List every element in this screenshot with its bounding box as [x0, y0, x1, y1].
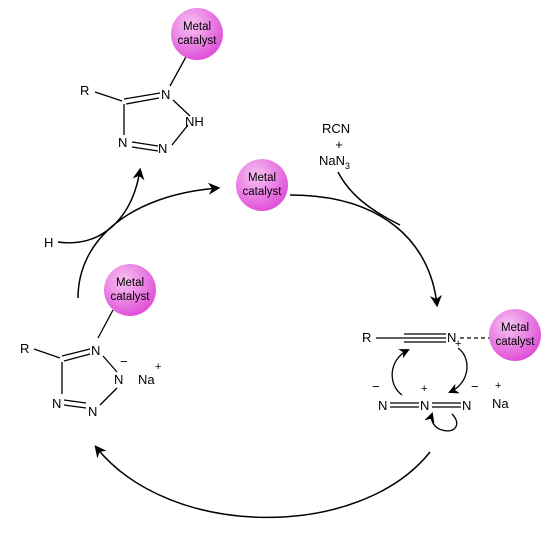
n2-label: N	[114, 372, 123, 387]
sodium-azide-label: NaN3	[319, 153, 350, 171]
catalyst-sphere	[104, 264, 156, 316]
r-label: R	[20, 341, 29, 356]
bond-n1-catalyst	[97, 309, 114, 339]
azide-n-left: N	[378, 398, 387, 413]
n1-label: N	[91, 343, 100, 358]
catalyst-line1: Metal	[183, 21, 211, 33]
catalyst-sphere	[489, 309, 541, 361]
catalyst-sphere	[236, 159, 288, 211]
catalyst-line2: catalyst	[496, 336, 536, 348]
plus-mid: +	[421, 383, 427, 395]
na-plus-sign: +	[495, 380, 501, 392]
nitrile-complex: R N + Metal catalyst	[362, 309, 541, 361]
n4-label: N	[52, 396, 61, 411]
electron-arrow-bottom	[424, 412, 458, 432]
catalyst-sphere-center: Metal catalyst	[236, 159, 288, 211]
n3-label: N	[88, 404, 97, 419]
tetrazolate-intermediate: Metal catalyst R N N − Na + N N	[20, 264, 161, 419]
bond-c-n1-double	[63, 353, 91, 362]
bond-n1-catalyst	[169, 54, 188, 87]
catalyst-sphere	[171, 8, 223, 60]
catalyst-sphere-left: Metal catalyst	[104, 264, 156, 316]
bond-n3-n4-double	[131, 146, 159, 152]
bond-c-n1	[61, 348, 91, 357]
n-plus: +	[455, 338, 461, 350]
r-label: R	[362, 330, 371, 345]
catalyst-line1: Metal	[248, 172, 276, 184]
catalyst-sphere-top: Metal catalyst	[171, 8, 223, 60]
n2-minus: −	[120, 354, 128, 369]
catalyst-line2: catalyst	[243, 186, 283, 198]
h-label: H	[44, 235, 53, 250]
reagent-plus: +	[335, 137, 343, 152]
catalyst-line2: catalyst	[111, 291, 151, 303]
minus-right: −	[471, 379, 479, 394]
arrow-reagents-in	[337, 171, 401, 226]
cycle-arrows: H	[44, 167, 442, 519]
r-label: R	[80, 83, 89, 98]
bond-c-n1	[123, 92, 161, 100]
n-label: N	[447, 330, 456, 345]
azide-n-mid: N	[420, 398, 429, 413]
azide-n-right: N	[462, 398, 471, 413]
reagents: RCN + NaN3	[319, 121, 350, 171]
arrow-h-to-product	[57, 167, 145, 244]
nh-label: NH	[185, 114, 204, 129]
n1-label: N	[161, 87, 170, 102]
product-tetrazole: R N NH N N Metal catalyst	[80, 8, 223, 156]
arrow-cycloaddition-return	[94, 445, 431, 519]
bond-n3-n4	[63, 399, 87, 404]
bond-r-c	[94, 91, 123, 102]
bond-n3-n4-double	[63, 404, 87, 409]
arrow-catalyst-to-complex	[289, 194, 442, 308]
rcn-label: RCN	[322, 121, 350, 136]
bond-c-n1-double	[125, 97, 160, 105]
na-label: Na	[138, 372, 155, 387]
bond-r-c	[33, 348, 61, 359]
n4-label: N	[118, 135, 127, 150]
bond-n2-n3	[171, 124, 189, 146]
na-label: Na	[492, 396, 509, 411]
minus-left: −	[372, 379, 380, 394]
bond-n2-n3	[99, 387, 118, 406]
bond-n3-n4	[131, 141, 159, 147]
bond-n1-n2	[172, 99, 191, 117]
na-plus-sign: +	[155, 361, 161, 373]
electron-arrow-left	[391, 349, 410, 396]
catalyst-line1: Metal	[116, 277, 144, 289]
electron-arrow-right	[448, 347, 468, 394]
n3-label: N	[158, 141, 167, 156]
bond-n1-n2	[102, 355, 118, 373]
azide-ion: − N + N N − + Na	[372, 347, 509, 432]
catalyst-sphere-right: Metal catalyst	[489, 309, 541, 361]
catalyst-line1: Metal	[501, 322, 529, 334]
catalyst-line2: catalyst	[178, 35, 218, 47]
